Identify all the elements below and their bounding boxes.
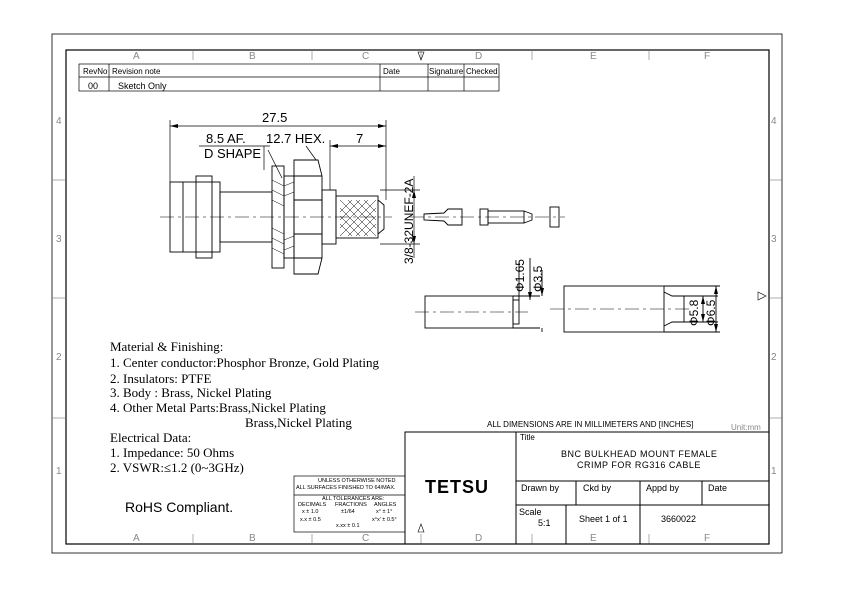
zone-label-right-1: 1 xyxy=(771,466,777,477)
center-mark-top xyxy=(417,51,425,61)
zone-label-right-4: 4 xyxy=(771,116,777,127)
title-line-1: BNC BULKHEAD MOUNT FEMALE xyxy=(561,449,718,459)
dim-crimp-length: 7 xyxy=(356,131,364,146)
tolerance-block xyxy=(293,475,406,533)
dim-ferrule-d1: Φ5.8 xyxy=(687,299,701,326)
date-label: Date xyxy=(708,483,728,493)
rohs-note: RoHS Compliant. xyxy=(125,499,234,515)
material-line-5: Brass,Nickel Plating xyxy=(245,415,352,430)
zone-label-bottom-d: D xyxy=(475,533,483,544)
dim-d-shape: D SHAPE xyxy=(204,146,262,161)
tol-line-2: ALL SURFACES FINISHED TO 64/MAX. xyxy=(296,485,396,491)
ferrule-drawing xyxy=(550,285,720,333)
tol-row2-angle: x°x' ± 0.5° xyxy=(372,517,397,523)
rev-header-note: Revision note xyxy=(112,67,161,76)
dim-pin-d2: Φ3.5 xyxy=(531,265,545,292)
electrical-line-1: 1. Impedance: 50 Ohms xyxy=(110,445,235,460)
appd-by-label: Appd by xyxy=(646,483,680,493)
tol-line-3: ALL TOLERANCES ARE: xyxy=(322,496,385,502)
thread-hatch xyxy=(271,179,295,255)
zone-label-left-3: 3 xyxy=(56,234,62,245)
zone-label-bottom-f: F xyxy=(704,533,711,544)
material-line-4: 4. Other Metal Parts:Brass,Nickel Platin… xyxy=(110,400,326,415)
center-mark-right xyxy=(757,291,767,301)
dim-hex: 12.7 HEX. xyxy=(266,131,326,146)
dim-overall-length: 27.5 xyxy=(262,110,288,125)
zone-label-left-1: 1 xyxy=(56,466,62,477)
dim-pin-d1: Φ1.65 xyxy=(513,259,527,292)
zone-label-left-4: 4 xyxy=(56,116,62,127)
tol-row1-fraction: ±1/64 xyxy=(341,509,355,515)
tol-row1-angle: x° ± 1° xyxy=(376,509,393,515)
body-dimension-lines xyxy=(169,120,420,258)
zone-label-top-a: A xyxy=(133,51,140,62)
material-line-1: 1. Center conductor:Phosphor Bronze, Gol… xyxy=(110,355,379,370)
rev-row-note: Sketch Only xyxy=(118,81,167,91)
tol-col-decimals: DECIMALS xyxy=(298,502,327,508)
outer-border xyxy=(51,33,783,554)
tol-row2-decimal: x.x ± 0.5 xyxy=(300,517,321,523)
rev-header-revno: RevNo xyxy=(83,67,108,76)
unit-label: Unit:mm xyxy=(731,423,761,432)
revision-table xyxy=(78,63,500,92)
zone-label-bottom-c: C xyxy=(362,533,370,544)
zone-label-right-3: 3 xyxy=(771,234,777,245)
tol-row2-fraction: x.xx ± 0.1 xyxy=(336,523,360,529)
tol-line-1: UNLESS OTHERWISE NOTED xyxy=(318,478,396,484)
rev-header-checked: Checked xyxy=(466,67,498,76)
title-line-2: CRIMP FOR RG316 CABLE xyxy=(577,460,701,470)
units-note: ALL DIMENSIONS ARE IN MILLIMETERS AND [I… xyxy=(487,420,694,429)
scale-value: 5:1 xyxy=(538,518,551,528)
drawn-by-label: Drawn by xyxy=(521,483,560,493)
company-logo: TETSU xyxy=(425,477,490,497)
material-title: Material & Finishing: xyxy=(110,339,224,354)
crimp-knurl-hatch xyxy=(339,199,377,237)
zone-label-top-c: C xyxy=(362,51,370,62)
part-number: 3660022 xyxy=(661,514,697,524)
zone-label-top-f: F xyxy=(704,51,711,62)
rev-header-date: Date xyxy=(383,67,400,76)
connector-body-drawing xyxy=(169,159,385,275)
zone-label-right-2: 2 xyxy=(771,352,777,363)
rev-header-signature: Signature xyxy=(429,67,464,76)
zone-label-top-d: D xyxy=(475,51,483,62)
tol-col-fractions: FRACTIONS xyxy=(335,502,367,508)
tol-col-angles: ANGLES xyxy=(374,502,397,508)
dim-thread: 3/8-32UNEF-2A xyxy=(402,178,416,264)
zone-label-top-e: E xyxy=(590,51,597,62)
dim-ferrule-d2: Φ6.5 xyxy=(704,299,718,326)
sheet-number: Sheet 1 of 1 xyxy=(579,514,628,524)
material-line-3: 3. Body : Brass, Nickel Plating xyxy=(110,385,272,400)
dimension-arrowheads xyxy=(170,124,718,332)
ckd-by-label: Ckd by xyxy=(583,483,612,493)
title-label: Title xyxy=(520,433,535,442)
zone-label-bottom-a: A xyxy=(133,533,140,544)
zone-label-bottom-b: B xyxy=(249,533,256,544)
center-mark-bottom xyxy=(417,523,425,533)
zone-label-bottom-e: E xyxy=(590,533,597,544)
zone-label-top-b: B xyxy=(249,51,256,62)
electrical-line-2: 2. VSWR:≤1.2 (0~3GHz) xyxy=(110,460,244,475)
tol-row1-decimal: x ± 1.0 xyxy=(302,509,319,515)
scale-label: Scale xyxy=(519,507,542,517)
electrical-title: Electrical Data: xyxy=(110,430,192,445)
material-line-2: 2. Insulators: PTFE xyxy=(110,371,212,386)
insulator-drawing xyxy=(415,258,543,332)
rev-row-revno: 00 xyxy=(88,81,99,91)
zone-label-left-2: 2 xyxy=(56,352,62,363)
dim-af: 8.5 AF. xyxy=(206,131,246,146)
